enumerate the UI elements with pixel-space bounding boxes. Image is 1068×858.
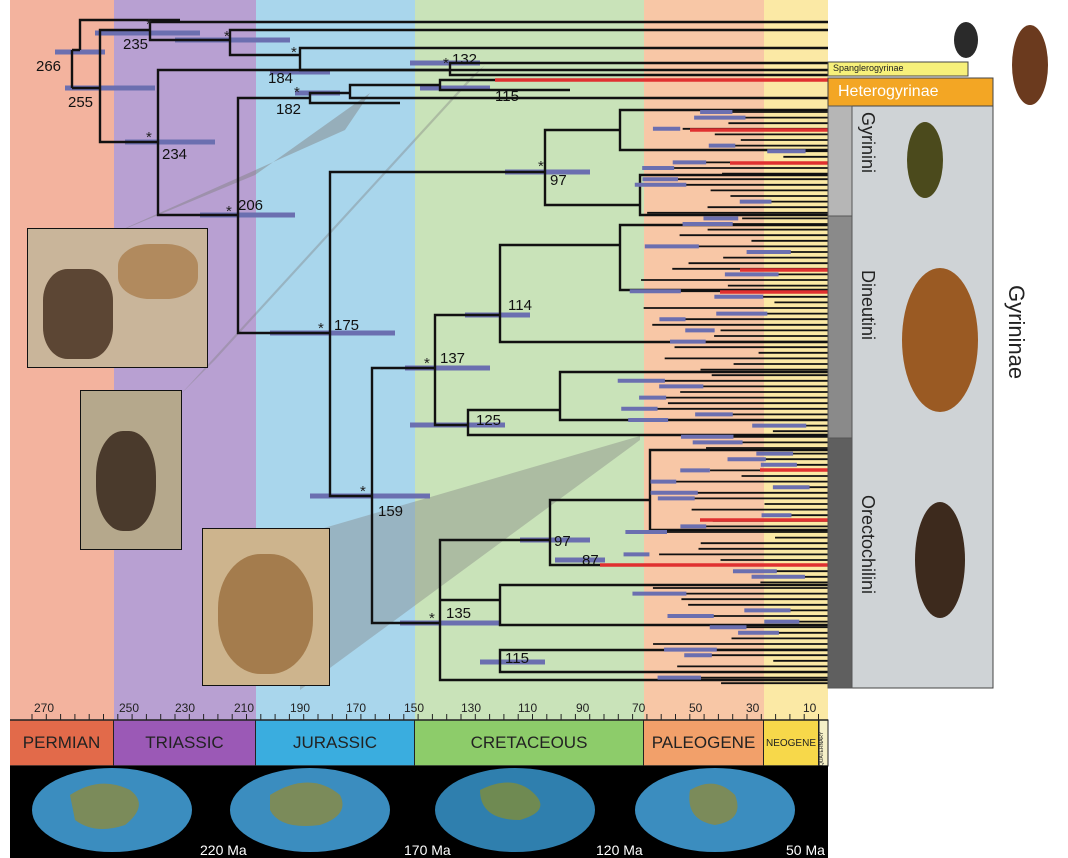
label-orectochilini: Orectochilini bbox=[857, 495, 878, 594]
period-neogene: NEOGENE bbox=[764, 720, 819, 766]
node-age-182: 182 bbox=[276, 101, 301, 118]
map-label-220: 220 Ma bbox=[200, 842, 247, 858]
node-age-114: 114 bbox=[508, 297, 532, 314]
fossil-photo-3 bbox=[202, 528, 330, 686]
node-age-125: 125 bbox=[476, 412, 501, 429]
node-age-87: 87 bbox=[582, 552, 599, 569]
support-star: * bbox=[443, 55, 449, 72]
support-star: * bbox=[226, 203, 232, 220]
node-age-115a: 115 bbox=[495, 88, 519, 105]
tick-210: 210 bbox=[234, 701, 254, 715]
node-age-184: 184 bbox=[268, 70, 293, 87]
node-age-255: 255 bbox=[68, 94, 93, 111]
support-star: * bbox=[224, 28, 230, 45]
map-label-120: 120 Ma bbox=[596, 842, 643, 858]
support-star: * bbox=[318, 320, 324, 337]
tick-230: 230 bbox=[175, 701, 195, 715]
node-age-234: 234 bbox=[162, 146, 187, 163]
node-age-175: 175 bbox=[334, 317, 359, 334]
fossil-photo-1 bbox=[27, 228, 208, 368]
node-age-115b: 115 bbox=[505, 650, 529, 667]
dineutini-bar bbox=[828, 216, 852, 438]
label-dineutini: Dineutini bbox=[857, 270, 878, 340]
label-gyrinini: Gyrinini bbox=[857, 112, 878, 173]
period-triassic: TRIASSIC bbox=[114, 720, 256, 766]
support-star: * bbox=[424, 355, 430, 372]
period-permian: PERMIAN bbox=[10, 720, 114, 766]
support-star: * bbox=[294, 84, 300, 101]
tick-110: 110 bbox=[518, 701, 537, 715]
node-age-159: 159 bbox=[378, 503, 403, 520]
tick-30: 30 bbox=[746, 701, 759, 715]
support-star: * bbox=[538, 158, 544, 175]
period-quaternary: QUATERNARY bbox=[819, 722, 828, 766]
period-cretaceous: CRETACEOUS bbox=[415, 720, 644, 766]
node-age-135: 135 bbox=[446, 605, 471, 622]
support-star: * bbox=[146, 129, 152, 146]
node-age-137: 137 bbox=[440, 350, 465, 367]
support-star: * bbox=[291, 44, 297, 61]
tick-270: 270 bbox=[34, 701, 54, 715]
label-spanglerogyrinae: Spanglerogyrinae bbox=[833, 63, 904, 73]
fossil-photo-2 bbox=[80, 390, 182, 550]
tick-10: 10 bbox=[803, 701, 816, 715]
map-label-50: 50 Ma bbox=[786, 842, 825, 858]
support-star: * bbox=[360, 483, 366, 500]
node-age-132: 132 bbox=[452, 51, 477, 68]
tick-50: 50 bbox=[689, 701, 702, 715]
tick-170: 170 bbox=[346, 701, 366, 715]
gyrinini-bar bbox=[828, 106, 852, 216]
tick-70: 70 bbox=[632, 701, 645, 715]
period-jurassic: JURASSIC bbox=[256, 720, 415, 766]
map-label-170: 170 Ma bbox=[404, 842, 451, 858]
support-star: * bbox=[146, 16, 152, 33]
tick-90: 90 bbox=[576, 701, 589, 715]
node-age-235: 235 bbox=[123, 36, 148, 53]
tick-250: 250 bbox=[119, 701, 139, 715]
tick-190: 190 bbox=[290, 701, 310, 715]
node-age-97a: 97 bbox=[550, 172, 567, 189]
period-paleogene: PALEOGENE bbox=[644, 720, 764, 766]
tick-150: 150 bbox=[404, 701, 424, 715]
orectochilini-bar bbox=[828, 438, 852, 688]
support-star: * bbox=[429, 610, 435, 627]
tick-130: 130 bbox=[461, 701, 481, 715]
label-heterogyrinae: Heterogyrinae bbox=[838, 83, 939, 101]
label-gyrininae: Gyrininae bbox=[1003, 285, 1029, 379]
node-age-266: 266 bbox=[36, 58, 61, 75]
node-age-206: 206 bbox=[238, 197, 263, 214]
node-age-97b: 97 bbox=[554, 533, 571, 550]
